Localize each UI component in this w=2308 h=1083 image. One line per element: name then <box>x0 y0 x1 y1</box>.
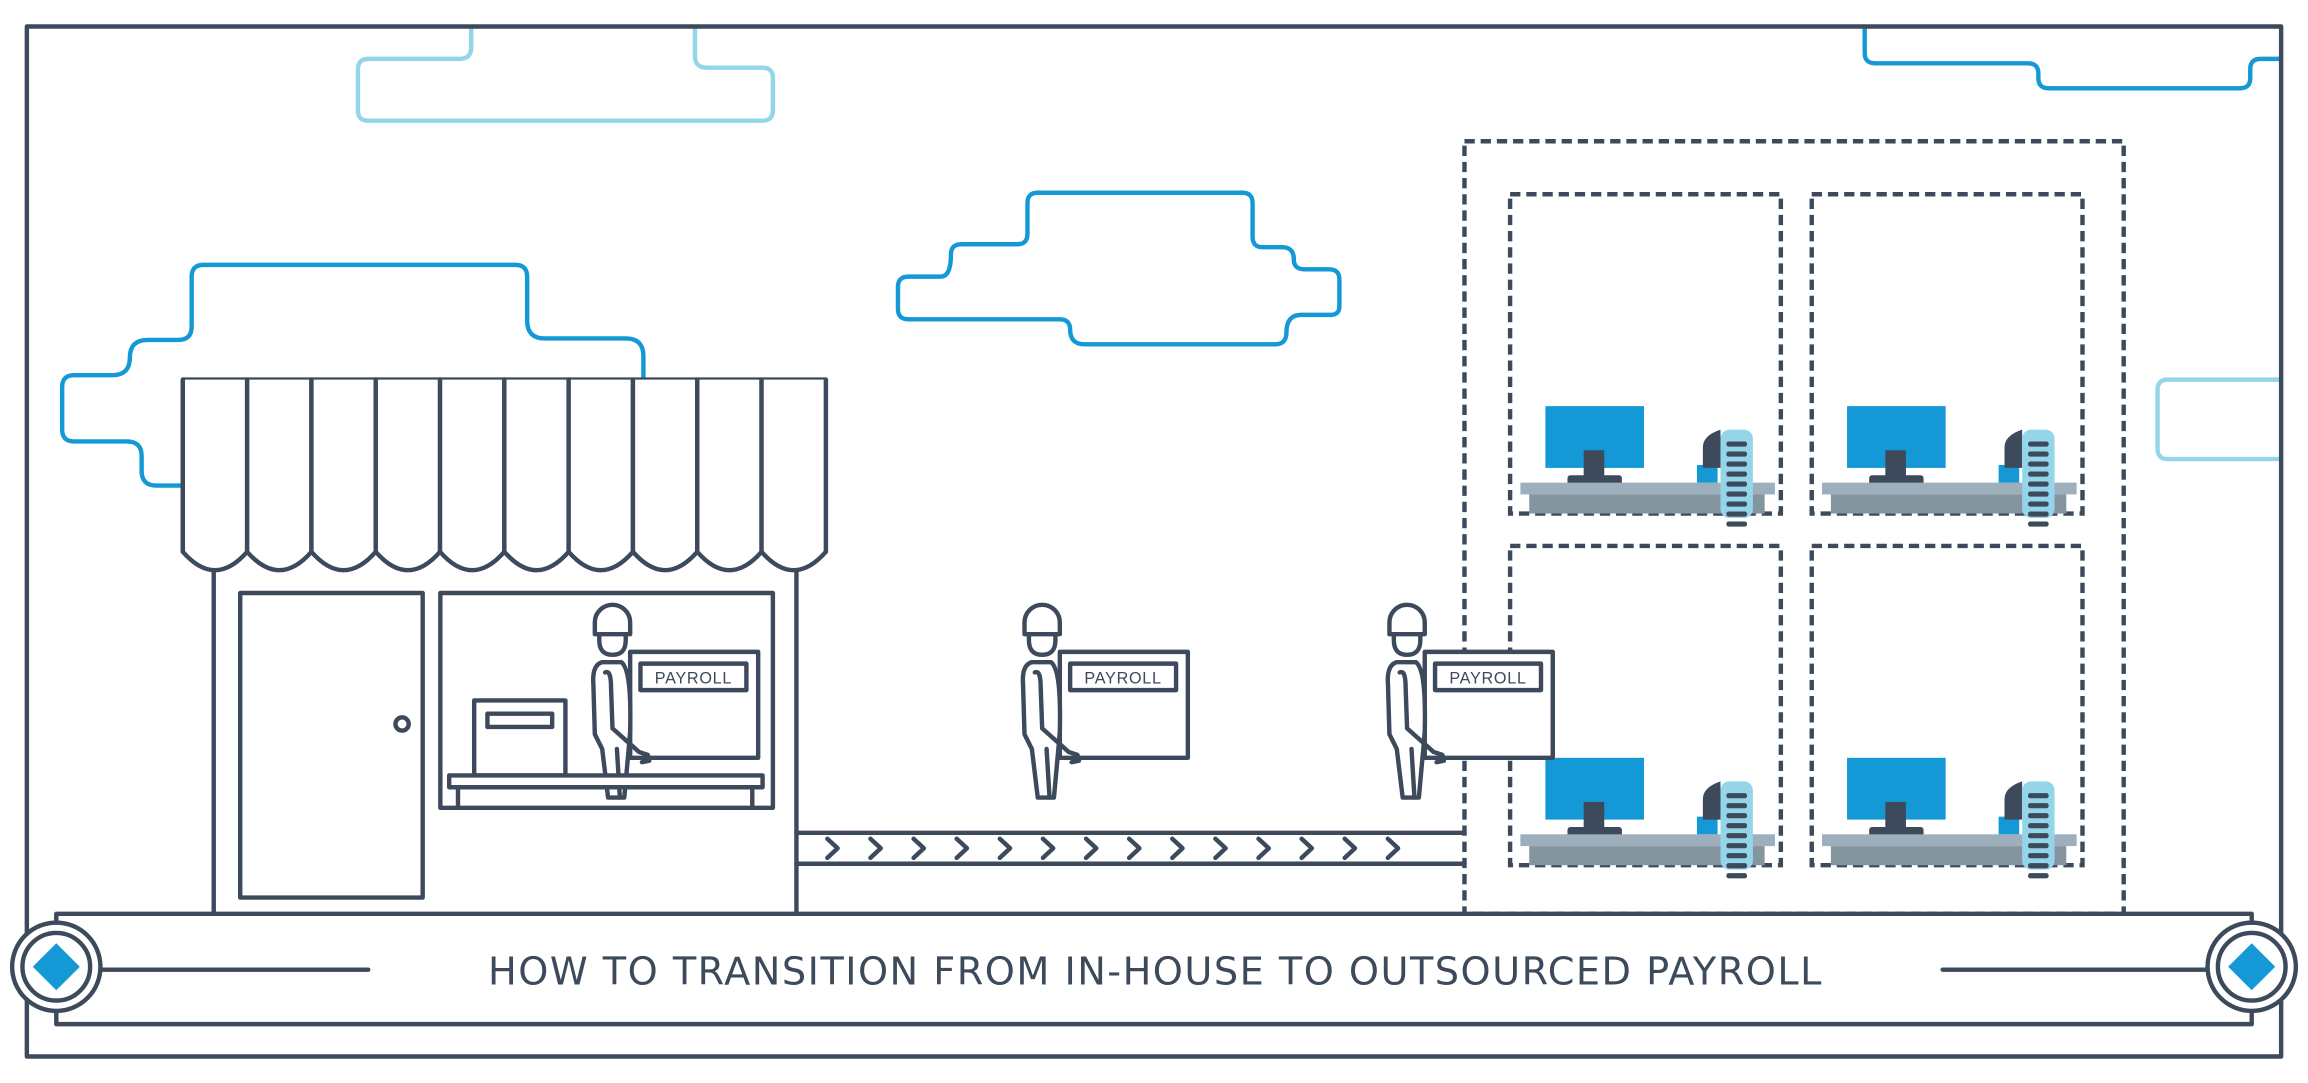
desk <box>1520 482 1775 495</box>
chevron-icon <box>1342 836 1358 861</box>
chevron-icon <box>1299 836 1315 861</box>
chevron-icon <box>825 836 840 861</box>
chevron-icon <box>1213 836 1228 861</box>
printer-icon <box>1702 429 1721 468</box>
payroll-box: PAYROLL <box>1422 649 1555 761</box>
chevron-icon <box>997 836 1013 861</box>
chevron-icon <box>868 836 883 861</box>
diamond-icon <box>32 943 80 991</box>
face <box>1026 629 1058 658</box>
cubicle <box>1507 192 1784 527</box>
desk <box>1822 482 2077 495</box>
title-banner: HOW TO TRANSITION FROM IN-HOUSE TO OUTSO… <box>9 911 2299 1027</box>
store-window <box>438 590 776 811</box>
chevron-icon <box>1083 836 1099 861</box>
diamond-icon <box>2228 943 2276 991</box>
payroll-box: PAYROLL <box>1057 649 1191 761</box>
helmet-icon <box>1387 602 1427 637</box>
chevron-icon <box>1385 836 1401 861</box>
conveyor-belt <box>794 830 1467 866</box>
cloud-top-left <box>355 26 776 123</box>
worker-person <box>590 602 652 800</box>
face <box>597 629 628 658</box>
worker-person <box>1020 602 1082 800</box>
cloud-middle <box>895 190 1342 347</box>
cloud-top-right <box>1862 26 2282 91</box>
chevron-icon <box>1170 836 1185 861</box>
cubicle <box>1809 192 2085 527</box>
helmet-icon <box>592 602 633 637</box>
cubicle <box>1809 543 2085 879</box>
chevron-icon <box>954 836 970 861</box>
chevron-icon <box>911 836 927 861</box>
desk <box>1520 834 1775 847</box>
cloud-left <box>59 262 646 488</box>
store-door <box>238 590 425 900</box>
printer-icon <box>2004 781 2023 820</box>
payroll-label: PAYROLL <box>1449 669 1526 687</box>
store-counter <box>446 773 765 790</box>
chevron-icon <box>1256 836 1271 861</box>
chevron-icon <box>1126 836 1142 861</box>
diamond-badge-left <box>9 920 103 1014</box>
payroll-label: PAYROLL <box>1084 669 1161 687</box>
diamond-badge-right <box>2205 920 2299 1014</box>
face <box>1391 629 1423 658</box>
outsourced-office <box>1462 139 2126 916</box>
chevron-icon <box>1040 836 1056 861</box>
payroll-box: PAYROLL <box>627 649 761 761</box>
outer-frame <box>24 24 2284 1059</box>
in-house-store <box>180 377 829 916</box>
printer-icon <box>1702 781 1721 820</box>
printer-icon <box>2004 429 2023 468</box>
cloud-right <box>2155 377 2282 462</box>
worker-person <box>1385 602 1447 800</box>
banner-title: HOW TO TRANSITION FROM IN-HOUSE TO OUTSO… <box>488 949 1823 994</box>
helmet-icon <box>1022 602 1063 637</box>
awning <box>180 377 829 573</box>
door-knob <box>393 715 411 733</box>
desk <box>1822 834 2077 847</box>
payroll-label: PAYROLL <box>655 669 732 687</box>
